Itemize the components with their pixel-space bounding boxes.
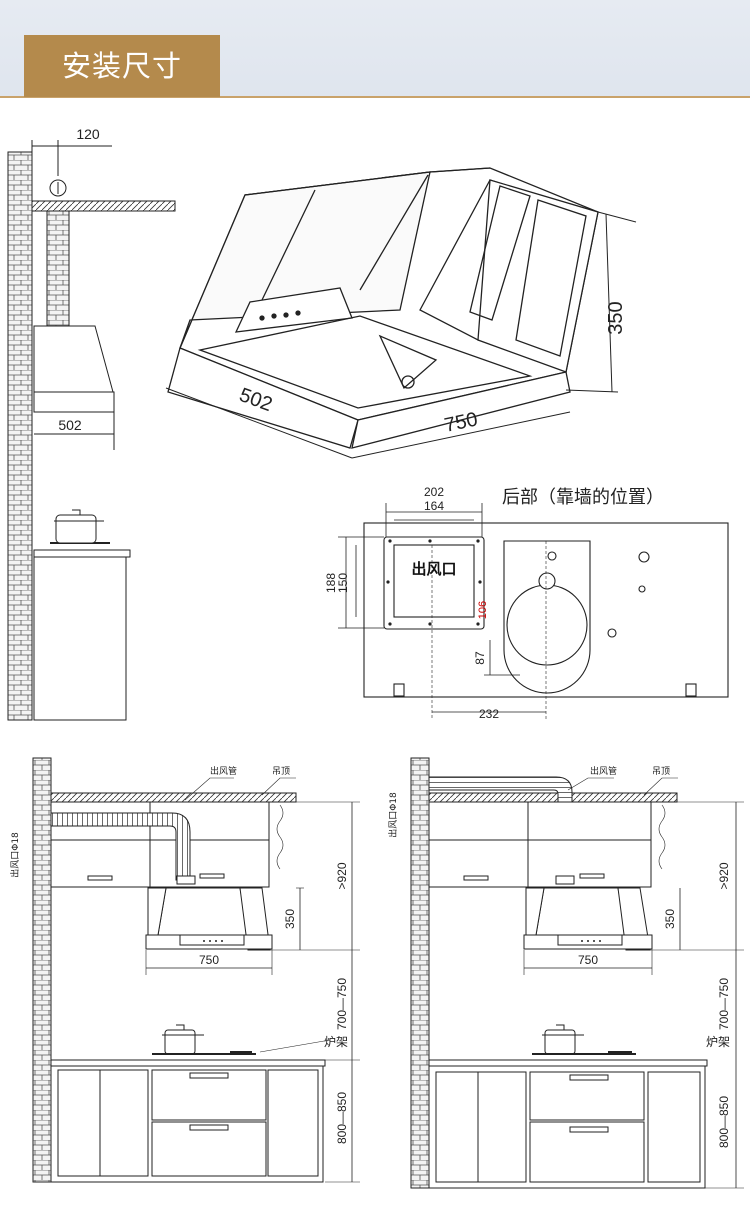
install-left — [32, 757, 360, 1183]
duct-label-left: 出风管 — [210, 765, 237, 777]
pot-right-icon — [544, 1029, 576, 1055]
dim-502-side: 502 — [58, 417, 82, 433]
outlet-frame — [383, 536, 485, 630]
outlet-side-label-right: 出风口Φ18 — [387, 792, 399, 838]
stove-label-left: 炉架 — [324, 1035, 348, 1049]
hood-right — [535, 887, 627, 936]
header-rule — [0, 96, 750, 98]
side-view — [7, 140, 176, 721]
stove-label-right: 炉架 — [706, 1035, 730, 1049]
dim-188: 188 — [324, 573, 338, 593]
outlet-label: 出风口 — [411, 560, 456, 578]
dim-120: 120 — [76, 126, 100, 142]
dim-920-left: >920 — [335, 862, 349, 889]
dim-202: 202 — [424, 485, 444, 499]
chimney-duct — [46, 210, 70, 327]
dim-350-right: 350 — [663, 909, 677, 929]
ceiling-left — [50, 792, 297, 803]
ceiling-label-left: 吊顶 — [272, 766, 290, 777]
hood-3d-view — [165, 167, 637, 459]
dim-164: 164 — [424, 499, 444, 513]
wall-cabinet-right — [428, 839, 652, 888]
hood-left — [157, 887, 249, 936]
duct-label-right: 出风管 — [590, 765, 617, 777]
hood-side-shape — [33, 325, 114, 393]
pot-icon — [55, 514, 97, 544]
control-panel — [234, 287, 353, 333]
ceiling-slab — [31, 200, 176, 212]
dim-920-right: >920 — [717, 862, 731, 889]
floor-cabinet-right — [428, 1065, 706, 1189]
pot-left-icon — [164, 1029, 196, 1055]
wall-brick — [7, 151, 33, 721]
wall-right — [410, 757, 430, 1189]
side-cabinet — [33, 556, 127, 721]
dim-750-right: 750 — [578, 953, 598, 967]
rear-view — [338, 503, 729, 720]
dim-750-left: 750 — [199, 953, 219, 967]
wall-left — [32, 757, 52, 1183]
outlet-side-label-left: 出风口Φ18 — [9, 832, 21, 878]
dim-700-750-right: 700—750 — [717, 978, 731, 1030]
dim-800-850-right: 800—850 — [717, 1096, 731, 1148]
dim-350-left: 350 — [283, 909, 297, 929]
dim-350-hood: 350 — [605, 301, 627, 334]
fan-circle — [506, 584, 588, 666]
dim-87: 87 — [473, 651, 487, 665]
ceiling-right — [428, 792, 678, 803]
dim-106: 106 — [477, 601, 489, 619]
floor-cabinet-left — [50, 1065, 324, 1183]
rear-view-title: 后部（靠墙的位置） — [502, 487, 664, 507]
dim-800-850-left: 800—850 — [335, 1092, 349, 1144]
page-title: 安装尺寸 — [24, 35, 220, 97]
duct-pipe-left — [50, 812, 191, 881]
dim-150: 150 — [336, 573, 350, 593]
dim-232: 232 — [479, 707, 499, 721]
wall-cabinet-left — [50, 839, 270, 888]
dim-700-750-left: 700—750 — [335, 978, 349, 1030]
ceiling-label-right: 吊顶 — [652, 766, 670, 777]
install-right — [410, 757, 744, 1189]
